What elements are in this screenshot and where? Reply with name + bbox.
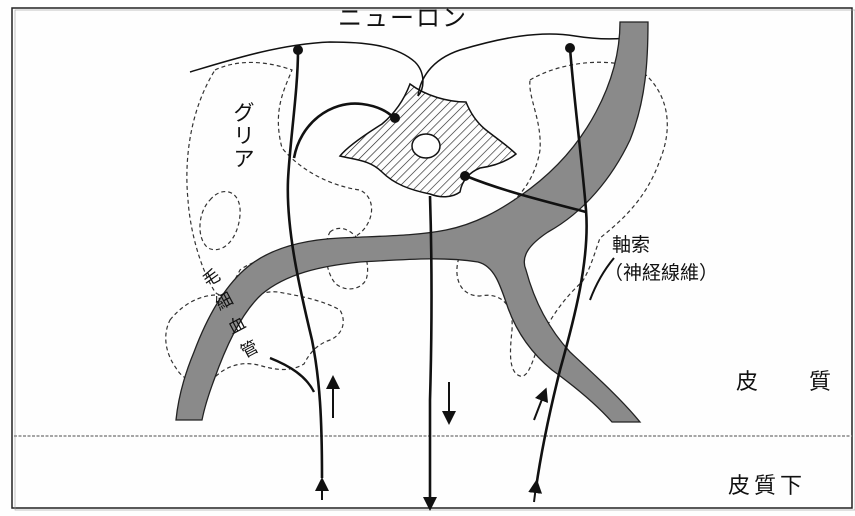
neuron-nucleus (412, 134, 440, 158)
axon-center (430, 196, 432, 500)
axon-left-branch-terminal (390, 113, 400, 123)
arrow-up-right (534, 394, 544, 420)
axon-left-collateral (270, 358, 314, 392)
subcortex-label: 皮質下 (728, 476, 806, 498)
axon-right-terminal (565, 43, 575, 53)
axon-right-branch-terminal (460, 171, 470, 181)
frame-shadow (15, 10, 855, 510)
upper-contour-right (418, 34, 640, 96)
glia-label: グリア (232, 102, 256, 171)
upper-contour-left (190, 42, 423, 96)
axon-label: 軸索 (612, 236, 650, 255)
glia-nucleus-left (200, 192, 240, 250)
axon-sub-label: （神経線維） (604, 264, 718, 283)
neuron-label: ニューロン (338, 6, 468, 30)
axon-left-terminal (293, 45, 303, 55)
axon-right (536, 48, 587, 488)
cortex-label: 皮 質 (736, 372, 853, 394)
arrow-bottom-right (534, 486, 536, 502)
